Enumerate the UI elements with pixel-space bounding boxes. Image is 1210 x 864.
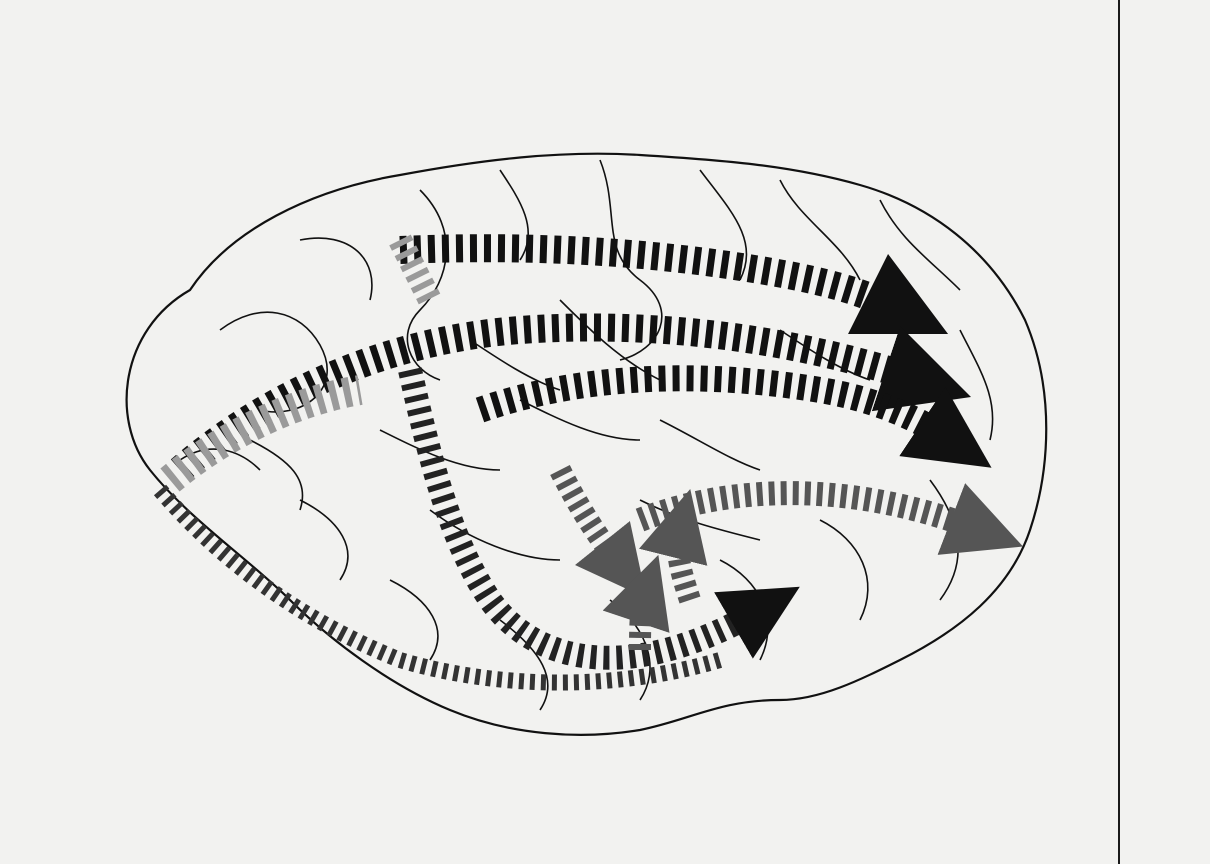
pathway-arrow-short-ventral-1	[560, 470, 620, 565]
pathway-arrow-superior-longitudinal	[400, 248, 900, 310]
pathway-arrow-short-ventral-2	[678, 530, 690, 600]
pathway-arrow-arcuate-middle	[480, 378, 950, 440]
pathway-arrow-inferior-fronto-occipital	[640, 493, 980, 530]
pathway-light-segment	[170, 390, 360, 480]
pathway-arrow-ventral-loop	[160, 490, 720, 683]
